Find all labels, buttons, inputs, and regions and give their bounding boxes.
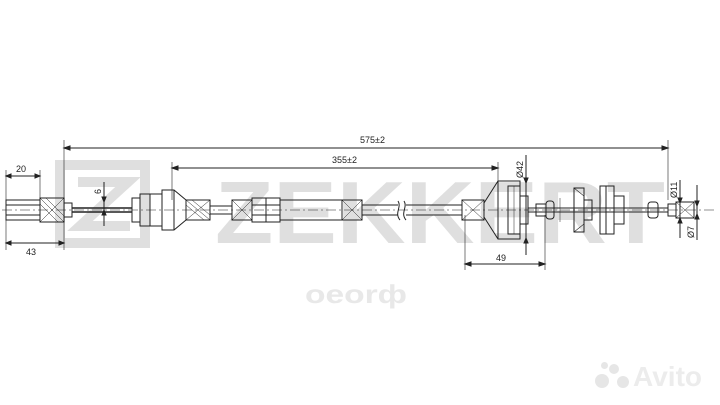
dimension-left-bottom [4,220,66,250]
avito-logo-icon [595,362,630,392]
dimension-dia-42 [523,155,529,255]
dim-label-middle: 355±2 [332,155,357,165]
dim-label-left-top: 20 [16,164,26,174]
watermark-domain: оеоrф [305,279,407,309]
left-end-fitting [5,197,73,223]
dim-label-dia-7: Ø7 [686,226,696,238]
dim-label-dia-11: Ø11 [669,182,679,198]
dim-label-right-bottom: 49 [496,253,506,263]
crimp-sleeve-2 [341,199,363,221]
dim-label-overall: 575±2 [360,135,385,145]
right-end-pin [647,201,695,219]
crimp-sleeve-1 [185,199,211,221]
watermark-logo-box [55,160,150,248]
dimension-right-bottom [463,215,547,270]
avito-label: Avito [633,361,702,392]
stop-washer-assembly [535,185,625,235]
dim-label-small-6: 6 [93,189,103,194]
cable-break-mark [397,200,407,221]
dimension-overall [62,140,670,200]
end-cap [483,180,529,240]
dim-label-left-bottom: 43 [26,247,36,257]
avito-watermark: Avito [595,361,702,393]
dimension-dia-7 [694,185,700,240]
dim-label-dia-42: Ø42 [515,161,525,178]
